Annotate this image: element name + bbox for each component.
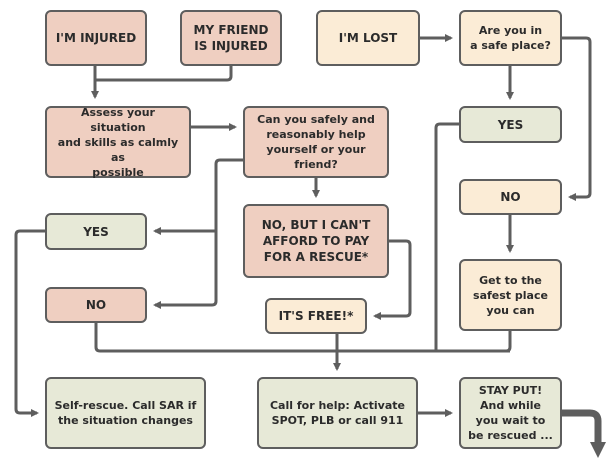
node-get-safe: Get to the safest place you can bbox=[459, 259, 562, 331]
node-no-cant-help: NO bbox=[45, 287, 147, 323]
connector-yesright-to-merge bbox=[434, 122, 459, 351]
node-yes-can-help: YES bbox=[45, 213, 147, 250]
connector-nobut-to-free bbox=[373, 239, 412, 320]
node-stay-put: STAY PUT! And while you wait to be rescu… bbox=[459, 377, 562, 449]
node-call-help: Call for help: Activate SPOT, PLB or cal… bbox=[257, 377, 418, 449]
node-can-help: Can you safely and reasonably help yours… bbox=[243, 106, 389, 178]
connector-noleft-to-merge bbox=[94, 323, 510, 353]
connector-friend-to-assess bbox=[95, 66, 233, 82]
node-yes-safe: YES bbox=[459, 106, 562, 143]
node-im-lost: I'M LOST bbox=[316, 10, 420, 66]
node-its-free: IT'S FREE!* bbox=[265, 298, 367, 334]
node-no-safe: NO bbox=[459, 179, 562, 215]
node-self-rescue: Self-rescue. Call SAR if the situation c… bbox=[45, 377, 206, 449]
connector-safeplace-to-no bbox=[562, 36, 592, 201]
connector-yesleft-to-selfrescue bbox=[14, 229, 45, 417]
connector-getsafe-to-merge bbox=[505, 331, 512, 353]
node-no-but-cant-afford: NO, BUT I CAN'T AFFORD TO PAY FOR A RESC… bbox=[243, 204, 389, 278]
node-friend-injured: MY FRIEND IS INJURED bbox=[180, 10, 282, 66]
node-assess: Assess your situation and skills as calm… bbox=[45, 106, 191, 179]
node-safe-place: Are you in a safe place? bbox=[459, 10, 562, 66]
node-im-injured: I'M INJURED bbox=[45, 10, 147, 66]
exit-arrow bbox=[562, 409, 606, 458]
